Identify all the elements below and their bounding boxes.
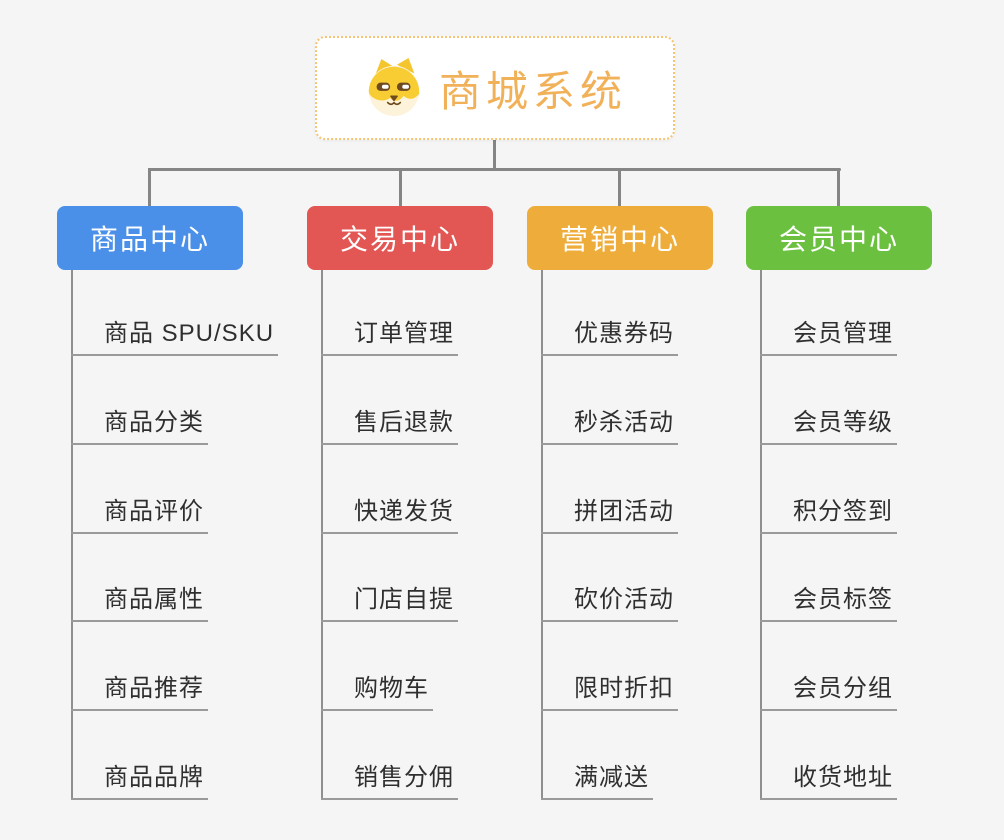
- child-node[interactable]: 门店自提: [321, 578, 458, 622]
- child-node[interactable]: 满减送: [541, 756, 653, 800]
- child-node[interactable]: 订单管理: [321, 312, 458, 356]
- child-node[interactable]: 限时折扣: [541, 667, 678, 711]
- connector-line: [618, 168, 621, 208]
- connector-line: [837, 168, 840, 208]
- child-node[interactable]: 收货地址: [760, 756, 897, 800]
- branch-node-marketing[interactable]: 营销中心: [527, 206, 713, 270]
- child-node[interactable]: 砍价活动: [541, 578, 678, 622]
- branch-node-product[interactable]: 商品中心: [57, 206, 243, 270]
- child-node[interactable]: 商品品牌: [71, 756, 208, 800]
- branch-spine-line: [71, 269, 73, 800]
- child-node[interactable]: 会员管理: [760, 312, 897, 356]
- child-node[interactable]: 购物车: [321, 667, 433, 711]
- connector-line: [493, 140, 496, 170]
- child-node[interactable]: 商品属性: [71, 578, 208, 622]
- child-node[interactable]: 快递发货: [321, 490, 458, 534]
- child-node[interactable]: 会员分组: [760, 667, 897, 711]
- branch-spine-line: [541, 269, 543, 800]
- root-title: 商城系统: [438, 67, 627, 115]
- child-node[interactable]: 售后退款: [321, 401, 458, 445]
- child-node[interactable]: 会员标签: [760, 578, 897, 622]
- connector-line: [399, 168, 402, 208]
- branch-node-trade[interactable]: 交易中心: [307, 206, 493, 270]
- root-node[interactable]: 商城系统: [315, 36, 675, 140]
- child-node[interactable]: 商品 SPU/SKU: [71, 312, 279, 356]
- child-node[interactable]: 商品推荐: [71, 667, 208, 711]
- connector-line: [148, 168, 151, 208]
- branch-spine-line: [760, 269, 762, 800]
- branch-node-member[interactable]: 会员中心: [746, 206, 932, 270]
- shiba-dog-icon: [368, 57, 420, 117]
- branch-spine-line: [321, 269, 323, 800]
- child-node[interactable]: 秒杀活动: [541, 401, 678, 445]
- child-node[interactable]: 优惠券码: [541, 312, 678, 356]
- child-node[interactable]: 商品评价: [71, 490, 208, 534]
- connector-line: [148, 168, 841, 171]
- child-node[interactable]: 商品分类: [71, 401, 208, 445]
- child-node[interactable]: 积分签到: [760, 490, 897, 534]
- child-node[interactable]: 拼团活动: [541, 490, 678, 534]
- child-node[interactable]: 会员等级: [760, 401, 897, 445]
- child-node[interactable]: 销售分佣: [321, 756, 458, 800]
